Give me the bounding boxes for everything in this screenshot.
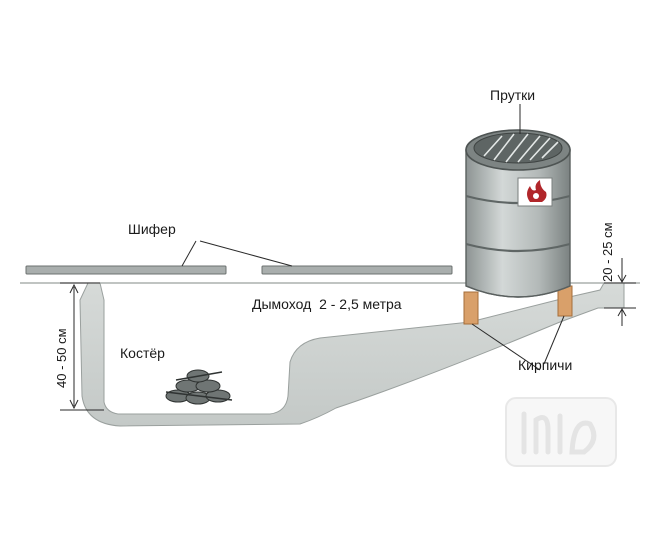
label-pit-depth: 40 - 50 см — [54, 328, 69, 388]
dimension-pit-depth — [60, 282, 104, 411]
slate-sheet-right — [261, 265, 453, 275]
label-chimney: Дымоход 2 - 2,5 метра — [252, 296, 402, 312]
label-rods: Прутки — [490, 87, 535, 103]
leader-slate-2 — [199, 240, 293, 267]
label-bricks: Кирпичи — [518, 357, 572, 373]
watermark-logo — [505, 397, 617, 467]
label-fire: Костёр — [120, 345, 165, 361]
barrel — [465, 129, 571, 298]
label-barrel-height: 20 - 25 см — [600, 222, 615, 282]
slate-sheet-left — [25, 265, 227, 275]
leader-bricks-1 — [471, 323, 541, 371]
fire-pit-trench — [79, 282, 625, 427]
leader-bricks-2 — [543, 315, 565, 365]
firewood-logs — [165, 369, 233, 405]
label-slate: Шифер — [128, 221, 176, 237]
dimension-barrel-height — [604, 258, 636, 326]
flame-emblem-icon — [517, 177, 553, 207]
rods-grate — [483, 133, 559, 163]
leader-slate-1 — [181, 240, 197, 267]
brick-left — [463, 291, 479, 325]
